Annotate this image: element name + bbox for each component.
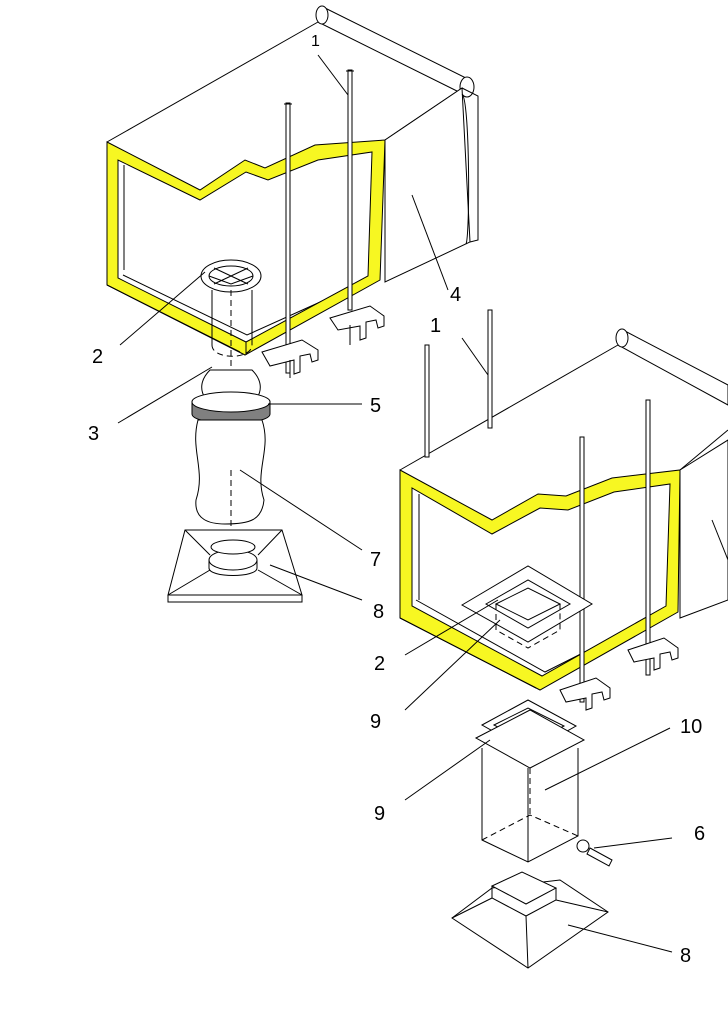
callout-bottom-10: 10 <box>680 716 702 738</box>
flex-connector <box>191 369 271 540</box>
callout-top-4: 4 <box>450 284 461 306</box>
callout-top-2: 2 <box>92 346 103 368</box>
leader-lines-top <box>117 54 449 601</box>
support-channels-2 <box>559 637 679 711</box>
callout-labels: 1 2 3 4 5 7 8 1 2 9 9 10 6 8 <box>88 33 705 967</box>
duct-box-2 <box>399 344 728 673</box>
bolt <box>576 839 613 867</box>
leader-lines-bottom <box>404 337 728 953</box>
callout-top-1: 1 <box>311 33 320 50</box>
support-channels <box>261 305 385 378</box>
square-plenum-base <box>167 529 303 603</box>
square-collar <box>460 565 593 649</box>
round-duct-assembly <box>106 5 479 603</box>
hanger-rods-2 <box>424 309 651 703</box>
insulation-frame <box>106 139 386 356</box>
callout-top-3: 3 <box>88 423 99 445</box>
callout-bottom-6: 6 <box>694 823 705 845</box>
callout-bottom-9a: 9 <box>370 711 381 733</box>
square-duct-section <box>474 699 586 863</box>
callout-top-7: 7 <box>370 549 381 571</box>
square-plenum-base-2 <box>451 871 609 969</box>
duct-box <box>106 21 479 336</box>
callout-bottom-2: 2 <box>374 653 385 675</box>
callout-top-8: 8 <box>373 601 384 623</box>
back-cylinder-2 <box>615 328 728 406</box>
callout-bottom-1: 1 <box>430 315 441 337</box>
hanger-rods <box>284 69 354 374</box>
back-cylinder <box>315 5 475 98</box>
callout-bottom-8: 8 <box>680 945 691 967</box>
callout-bottom-9b: 9 <box>374 803 385 825</box>
square-duct-assembly <box>399 309 728 969</box>
callout-top-5: 5 <box>370 395 381 417</box>
